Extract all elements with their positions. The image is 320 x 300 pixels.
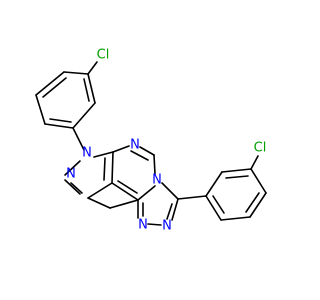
chlorine-atom-label: Cl [254,141,267,156]
bond [153,154,156,175]
bond [72,102,96,129]
bond-inner [70,182,83,194]
bond [112,145,130,153]
bond [87,197,111,209]
bond-inner [42,77,67,98]
bond-inner [166,203,173,220]
bond [111,182,139,201]
bond [250,155,259,170]
bond [87,73,96,104]
top-chlorophenyl-ring [35,61,98,151]
triazole-ring [87,182,179,226]
molecule-canvas: Cl Cl N N N N N N [35,47,267,234]
nitrogen-atom-label: N [82,146,92,161]
bond-inner [212,195,225,214]
bond [161,182,179,200]
bond [177,195,207,200]
bond [139,146,155,156]
bond [171,198,179,221]
bond [249,192,267,218]
nitrogen-atom-label: N [162,219,172,234]
bond [35,94,46,125]
bond [35,71,65,96]
nitrogen-atom-label: N [152,173,162,188]
right-chlorophenyl-ring [177,155,267,221]
bond-inner [103,157,106,181]
bond [87,61,98,75]
nitrogen-atom-label: N [66,167,76,182]
bond-inner [49,118,72,123]
bond [44,123,74,129]
bond [111,151,114,184]
bond-inner [130,150,149,161]
bond [250,168,267,194]
bond [147,223,162,226]
pyrazole-ring [64,151,114,199]
bond [109,199,139,209]
bond [205,195,222,221]
bond [64,179,81,195]
bond-inner [225,175,249,179]
bond [205,171,223,197]
nitrogen-atom-label: N [138,218,148,233]
bond [64,160,81,176]
bond [93,151,114,158]
molecule-structure: Cl Cl N N N N N N [35,48,267,234]
bond [72,127,85,151]
pyrimidine-ring [111,145,156,201]
bond [221,168,252,173]
bond [87,182,113,199]
chlorine-atom-label: Cl [97,48,110,63]
bond [137,185,156,201]
bond-inner [117,180,138,194]
bond-inner [83,78,90,102]
bond [63,71,89,75]
nitrogen-atom-label: N [130,138,140,153]
bond-inner [245,192,260,213]
bond [220,216,251,221]
